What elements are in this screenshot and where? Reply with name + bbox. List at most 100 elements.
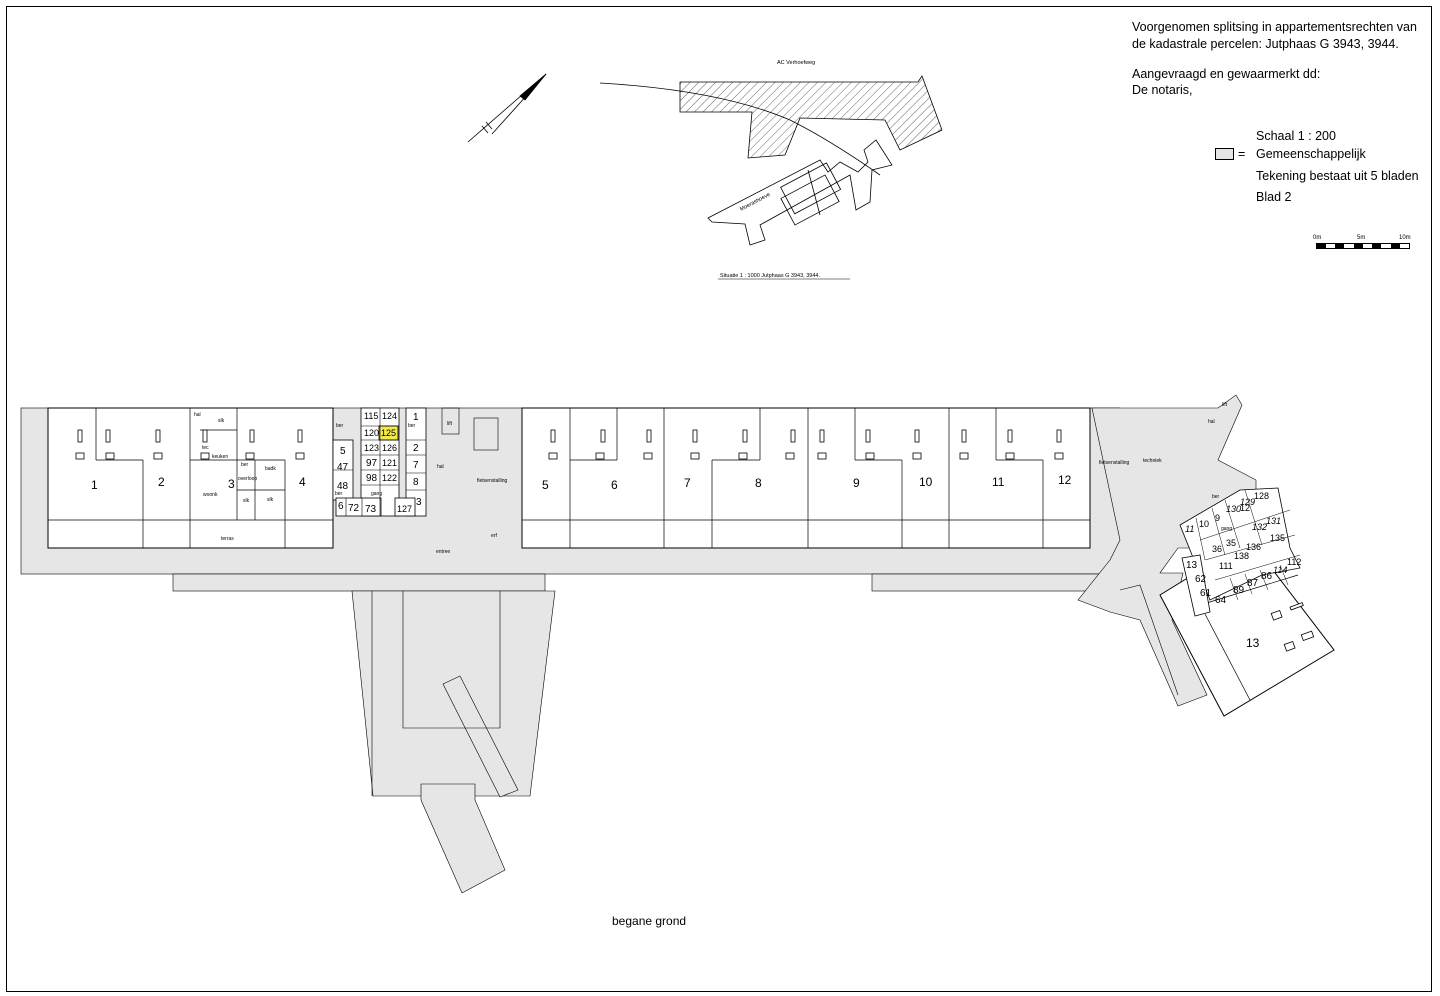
storage-126: 126 — [382, 443, 398, 453]
storage-111: 111 — [1219, 561, 1233, 571]
storage-48: 48 — [337, 481, 349, 492]
window-mark — [202, 429, 208, 443]
storage-98: 98 — [366, 473, 378, 484]
storage-129: 129 — [1240, 497, 1256, 507]
storage-89: 89 — [1233, 585, 1245, 596]
unit-9: 9 — [853, 476, 860, 490]
storage-121: 121 — [382, 458, 398, 468]
window-mark — [790, 429, 796, 443]
storage-61: 61 — [1200, 588, 1212, 599]
room-woonk: woonk — [203, 492, 218, 498]
notary-line: De notaris, — [1132, 83, 1193, 97]
storage-5: 5 — [340, 446, 346, 457]
room-entree: entree — [436, 549, 451, 555]
room-lift-2: lift — [1222, 402, 1227, 408]
fixture-mark — [690, 452, 700, 460]
window-mark — [742, 429, 748, 443]
fixture-mark — [865, 452, 875, 460]
storage-36: 36 — [1212, 544, 1223, 554]
room-hal-2: hal — [437, 464, 444, 470]
room-techniek: techniek — [1143, 458, 1162, 464]
unit-5: 5 — [542, 478, 549, 492]
window-mark — [105, 429, 111, 443]
window-mark — [297, 429, 303, 443]
storage-cluster-right — [1179, 487, 1301, 617]
fixture-mark — [595, 452, 605, 460]
fixture-mark — [738, 452, 748, 460]
room-overloop: overloop — [238, 476, 258, 482]
room-hal: hal — [194, 412, 201, 418]
room-gang-2: gang — [1221, 526, 1233, 532]
window-mark — [819, 429, 825, 443]
storage-138: 138 — [1234, 551, 1250, 561]
storage-2: 2 — [413, 443, 419, 454]
title-line-1: Voorgenomen splitsing in appartementsrec… — [1132, 20, 1417, 34]
storage-72: 72 — [348, 503, 360, 514]
storage-136: 136 — [1246, 542, 1262, 552]
window-mark — [914, 429, 920, 443]
room-ber-5: ber — [335, 491, 343, 497]
storage-127: 127 — [397, 504, 413, 514]
title-line-2: de kadastrale percelen: Jutphaas G 3943,… — [1132, 37, 1399, 51]
window-mark — [600, 429, 606, 443]
room-ber-3: ber — [336, 423, 344, 429]
room-ber-4: ber — [408, 423, 416, 429]
unit-7: 7 — [684, 476, 691, 490]
unit-10: 10 — [919, 475, 933, 489]
room-fietsenstalling-2: fietsenstalling — [1099, 460, 1130, 466]
room-ber: ber — [241, 462, 249, 468]
room-tec: tec — [202, 445, 209, 451]
storage-97: 97 — [366, 458, 378, 469]
storage-10: 10 — [1199, 519, 1210, 529]
unit-4: 4 — [299, 475, 306, 489]
storage-131: 131 — [1266, 516, 1282, 526]
storage-6: 6 — [338, 501, 344, 512]
common-area-swatch — [1215, 148, 1234, 160]
room-slk: slk — [218, 418, 225, 424]
scale-label: Schaal 1 : 200 — [1256, 129, 1336, 143]
storage-13: 13 — [1186, 560, 1198, 571]
unit-12: 12 — [1058, 473, 1072, 487]
fixture-mark — [105, 452, 115, 460]
room-terras: terras — [221, 536, 234, 542]
north-arrow-icon — [467, 73, 547, 143]
unit-8: 8 — [755, 476, 762, 490]
unit-1: 1 — [91, 478, 98, 492]
storage-64: 64 — [1215, 595, 1227, 606]
street-label-1: AC Verhoefweg — [777, 60, 815, 66]
scale-tick-0: 0m — [1313, 235, 1322, 241]
room-erf: erf — [491, 533, 497, 539]
window-mark — [865, 429, 871, 443]
room-ber-2: ber — [1212, 494, 1220, 500]
storage-112: 112 — [1287, 557, 1302, 567]
unit-11: 11 — [992, 475, 1005, 489]
fixture-mark — [295, 452, 305, 460]
room-lift: lift — [447, 421, 452, 427]
fixture-mark — [153, 452, 163, 460]
window-mark — [646, 429, 652, 443]
storage-9: 9 — [1215, 513, 1221, 523]
sheet-count: Tekening bestaat uit 5 bladen — [1256, 169, 1419, 183]
situation-map — [599, 75, 943, 246]
fixture-mark — [1005, 452, 1015, 460]
storage-62: 62 — [1195, 574, 1207, 585]
storage-87: 87 — [1247, 578, 1259, 589]
scale-bar — [1316, 243, 1410, 249]
situation-caption: Situatie 1 : 1000 Jutphaas G 3943, 3944. — [720, 273, 820, 279]
fixture-mark — [75, 452, 85, 460]
fixture-mark — [785, 452, 795, 460]
fixture-mark — [817, 452, 827, 460]
sheet-number: Blad 2 — [1256, 190, 1292, 204]
window-mark — [692, 429, 698, 443]
scale-tick-10: 10m — [1399, 235, 1411, 241]
window-mark — [155, 429, 161, 443]
room-slk-3: slk — [267, 497, 274, 503]
storage-124: 124 — [382, 411, 398, 421]
drawing-frame — [6, 6, 1432, 992]
floor-name: begane grond — [612, 914, 687, 928]
storage-128: 128 — [1254, 491, 1270, 501]
room-keuken: keuken — [212, 454, 229, 460]
storage-115: 115 — [364, 411, 379, 421]
storage-73: 73 — [365, 504, 377, 515]
window-mark — [550, 429, 556, 443]
